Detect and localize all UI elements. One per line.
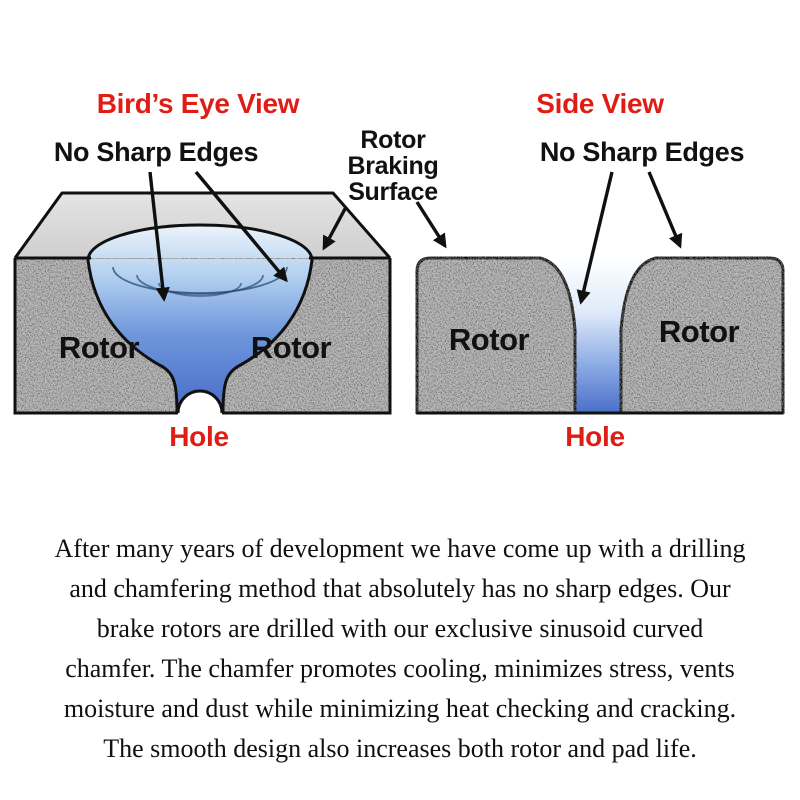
bird-outline-top bbox=[13, 191, 392, 259]
paragraph-line: and chamfering method that absolutely ha… bbox=[69, 574, 731, 603]
side-view-diagram bbox=[415, 256, 785, 415]
paragraph-line: brake rotors are drilled with our exclus… bbox=[96, 614, 704, 643]
arrow-braking-surface-left bbox=[322, 206, 348, 251]
bird-rotor-label-right: Rotor bbox=[250, 330, 332, 365]
paragraph-line: moisture and dust while minimizing heat … bbox=[63, 694, 737, 723]
bird-front-edges bbox=[13, 256, 392, 415]
bird-hole-funnel bbox=[88, 259, 312, 413]
arrow-braking-surface-right bbox=[415, 201, 447, 249]
side-hole-label: Hole bbox=[565, 421, 625, 452]
side-rotor-label-right: Rotor bbox=[658, 314, 740, 349]
arrow-no-sharp-left-2 bbox=[194, 170, 288, 283]
paragraph-line: chamfer. The chamfer promotes cooling, m… bbox=[65, 654, 735, 683]
callout-line-2: Braking bbox=[347, 152, 439, 180]
bird-notch-outline bbox=[176, 389, 224, 414]
description-paragraph: After many years of development we have … bbox=[5, 529, 795, 769]
arrow-no-sharp-right-2 bbox=[647, 171, 683, 249]
callout-line-1: Rotor bbox=[360, 126, 426, 154]
diagram-canvas bbox=[13, 170, 785, 415]
bird-rotor-label-left: Rotor bbox=[58, 330, 140, 365]
birds-eye-diagram bbox=[13, 191, 392, 415]
side-view-title: Side View bbox=[536, 88, 664, 119]
paragraph-line: After many years of development we have … bbox=[54, 534, 746, 563]
bird-hole-label: Hole bbox=[169, 421, 229, 452]
paragraph-line: The smooth design also increases both ro… bbox=[103, 734, 697, 763]
bird-hole-outline bbox=[86, 223, 314, 414]
birds-eye-title: Bird’s Eye View bbox=[96, 88, 300, 119]
side-hole bbox=[540, 258, 656, 413]
bird-chamfer-arc-2 bbox=[136, 274, 264, 295]
arrow-no-sharp-left-1 bbox=[148, 171, 170, 302]
rotor-braking-surface-label: Rotor Braking Surface bbox=[332, 127, 454, 205]
side-rotor-label-left: Rotor bbox=[448, 322, 530, 357]
no-sharp-edges-label-left: No Sharp Edges bbox=[53, 137, 259, 167]
arrow-no-sharp-right-1 bbox=[576, 171, 614, 305]
side-rotor-right-block bbox=[619, 256, 785, 415]
callout-line-3: Surface bbox=[348, 178, 438, 206]
bird-notch bbox=[178, 392, 222, 414]
no-sharp-edges-label-right: No Sharp Edges bbox=[539, 137, 745, 167]
side-rotor-left-block bbox=[415, 256, 577, 415]
annotation-arrows bbox=[148, 170, 683, 305]
